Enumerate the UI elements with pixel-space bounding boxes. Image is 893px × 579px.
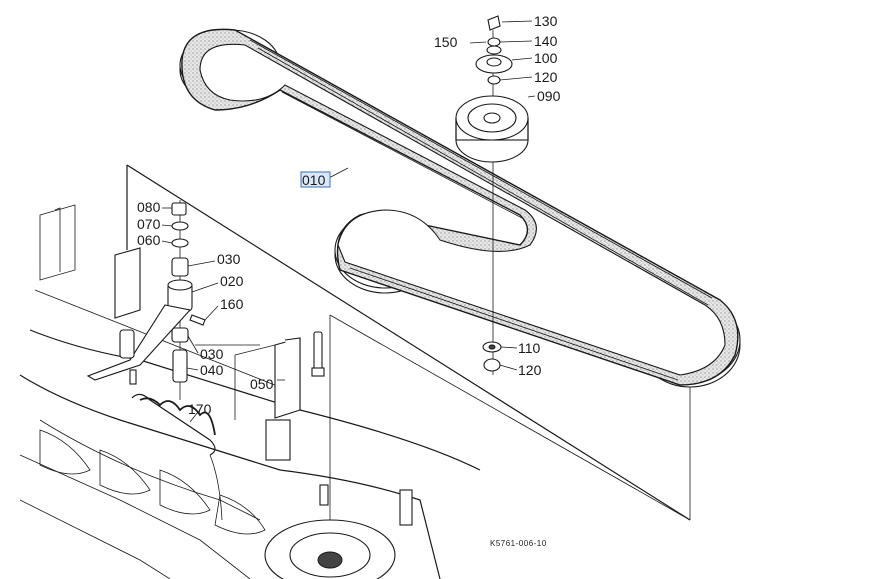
callout-050[interactable]: 050 [250, 376, 274, 392]
mower-deck-frame [19, 164, 691, 579]
callout-070[interactable]: 070 [137, 216, 161, 232]
idler-pulley-assembly [455, 15, 529, 375]
callout-140[interactable]: 140 [534, 33, 558, 49]
callout-150[interactable]: 150 [434, 34, 458, 50]
leader-lines [161, 20, 536, 423]
drawing-code: K5761-006-10 [490, 539, 547, 548]
callout-060[interactable]: 060 [137, 232, 161, 248]
callout-010[interactable]: 010 [302, 172, 326, 188]
callout-020[interactable]: 020 [220, 273, 244, 289]
tension-arm-assembly [86, 200, 260, 521]
callout-110[interactable]: 110 [518, 340, 541, 356]
callout-120-bottom[interactable]: 120 [518, 362, 542, 378]
selected-callout-highlight [300, 171, 331, 188]
bracket-050 [234, 331, 325, 461]
callout-040[interactable]: 040 [200, 362, 224, 378]
callout-090[interactable]: 090 [537, 88, 561, 104]
callout-130[interactable]: 130 [534, 13, 558, 29]
callout-080[interactable]: 080 [137, 199, 161, 215]
callout-100[interactable]: 100 [534, 50, 558, 66]
drive-belt [181, 28, 739, 386]
callout-030-lower[interactable]: 030 [200, 346, 224, 362]
callout-160[interactable]: 160 [220, 296, 244, 312]
callout-120-top[interactable]: 120 [534, 69, 558, 85]
callout-labels: 010 130 150 140 100 120 090 080 070 060 … [137, 13, 561, 417]
callout-030-upper[interactable]: 030 [217, 251, 241, 267]
callout-170[interactable]: 170 [188, 401, 212, 417]
